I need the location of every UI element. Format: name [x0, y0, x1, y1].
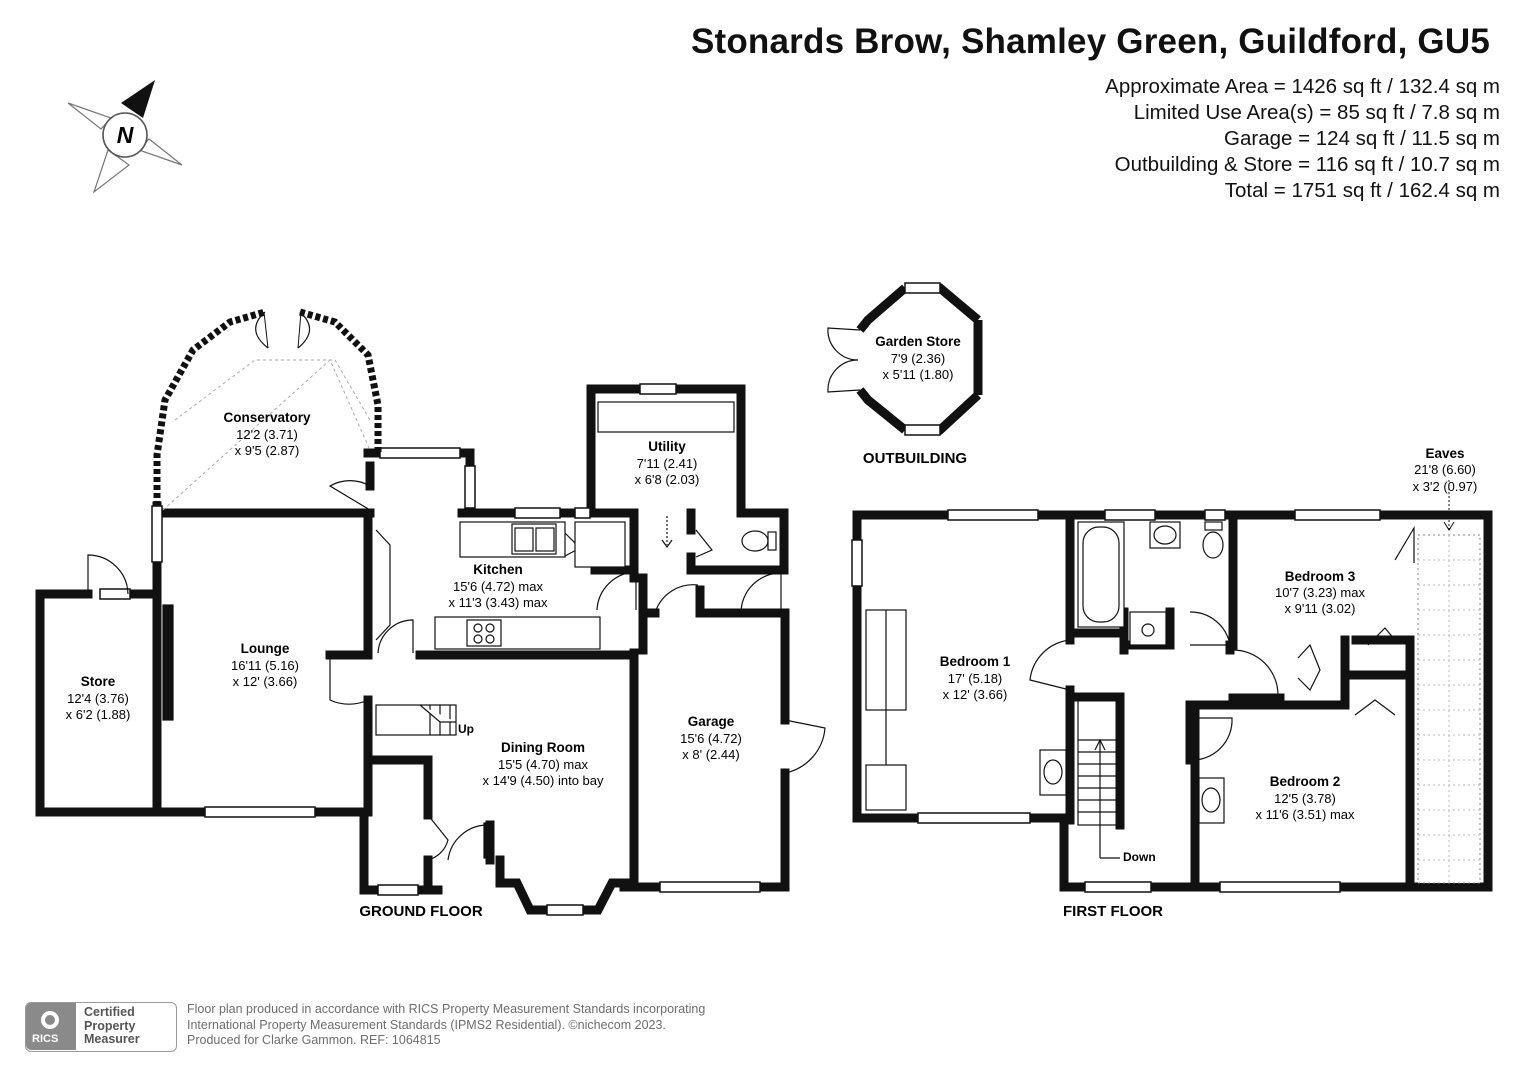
- rics-crest-icon: [41, 1011, 59, 1029]
- footer-line-2: International Property Measurement Stand…: [187, 1017, 666, 1032]
- conservatory-structure: [153, 308, 382, 511]
- bedroom1-name: Bedroom 1: [940, 654, 1011, 669]
- ground-floor-walls: [35, 384, 790, 915]
- dining-dim-1: 15'5 (4.70) max: [498, 757, 588, 772]
- eaves-dim-1: 21'8 (6.60): [1414, 462, 1476, 477]
- outbuilding-windows: [904, 282, 941, 436]
- area-garage: Garage = 124 sq ft / 11.5 sq m: [1224, 127, 1500, 150]
- garage-name: Garage: [688, 714, 735, 729]
- first-floor-windows: [851, 509, 1381, 893]
- dining-dim-2: x 14'9 (4.50) into bay: [483, 773, 604, 788]
- first-floor-doors: [1029, 525, 1415, 761]
- garage-dim-2: x 8' (2.44): [682, 747, 739, 762]
- garage-dim-1: 15'6 (4.72): [680, 731, 742, 746]
- badge-line-1: Certified: [84, 1005, 135, 1019]
- utility-dim-2: x 6'8 (2.03): [635, 472, 700, 487]
- rics-logo-text: RICS: [32, 1033, 59, 1045]
- kitchen-name: Kitchen: [473, 562, 523, 577]
- room-labels: Conservatory 12'2 (3.71) x 9'5 (2.87) Ut…: [66, 334, 1478, 920]
- footer-line-3: Produced for Clarke Gammon. REF: 1064815: [187, 1033, 441, 1047]
- lounge-dim-1: 16'11 (5.16): [231, 658, 299, 673]
- stairs-down-label: Down: [1123, 850, 1156, 864]
- stairs-up-label: Up: [458, 722, 474, 736]
- dining-name: Dining Room: [501, 740, 585, 755]
- conservatory-name: Conservatory: [223, 410, 311, 425]
- ground-floor-doors: [87, 480, 826, 861]
- store-name: Store: [81, 674, 116, 689]
- area-limited-use: Limited Use Area(s) = 85 sq ft / 7.8 sq …: [1133, 101, 1500, 124]
- bedroom3-dim-1: 10'7 (3.23) max: [1275, 585, 1365, 600]
- garden-store-dim-2: x 5'11 (1.80): [883, 367, 954, 382]
- outbuilding-doors: [827, 327, 861, 393]
- footer-notes: Floor plan produced in accordance with R…: [187, 1002, 705, 1049]
- rics-badge: RICS Certified Property Measurer: [25, 1002, 177, 1052]
- eaves-name: Eaves: [1425, 446, 1464, 461]
- store-dim-1: 12'4 (3.76): [67, 691, 129, 706]
- rics-logo: RICS: [26, 1003, 76, 1050]
- property-title: Stonards Brow, Shamley Green, Guildford,…: [690, 22, 1490, 61]
- garden-store-dim-1: 7'9 (2.36): [891, 351, 946, 366]
- rics-badge-text: Certified Property Measurer: [84, 1005, 140, 1047]
- conservatory-dim-2: x 9'5 (2.87): [235, 443, 300, 458]
- first-floor-label: FIRST FLOOR: [1063, 903, 1163, 920]
- lounge-name: Lounge: [241, 641, 290, 656]
- utility-dim-1: 7'11 (2.41): [637, 456, 698, 471]
- store-dim-2: x 6'2 (1.88): [66, 707, 131, 722]
- bedroom3-name: Bedroom 3: [1285, 569, 1356, 584]
- kitchen-dim-1: 15'6 (4.72) max: [453, 579, 543, 594]
- garden-store-name: Garden Store: [875, 334, 961, 349]
- ground-floor-label: GROUND FLOOR: [359, 903, 482, 920]
- footer-line-1: Floor plan produced in accordance with R…: [187, 1002, 706, 1016]
- eaves-area: [1417, 480, 1481, 884]
- outbuilding-label: OUTBUILDING: [863, 450, 967, 467]
- bedroom3-dim-2: x 9'11 (3.02): [1285, 601, 1356, 616]
- first-floor-fixtures: [865, 521, 1225, 859]
- compass-icon: N: [67, 80, 183, 194]
- area-approximate: Approximate Area = 1426 sq ft / 132.4 sq…: [1105, 75, 1500, 98]
- utility-name: Utility: [648, 439, 686, 454]
- bedroom1-dim-2: x 12' (3.66): [943, 687, 1008, 702]
- lounge-dim-2: x 12' (3.66): [233, 674, 298, 689]
- kitchen-dim-2: x 11'3 (3.43) max: [448, 595, 548, 610]
- bedroom2-name: Bedroom 2: [1270, 774, 1341, 789]
- ground-floor-fixtures: [162, 401, 777, 859]
- bedroom1-dim-1: 17' (5.18): [948, 671, 1003, 686]
- compass-north-label: N: [117, 122, 134, 148]
- area-total: Total = 1751 sq ft / 162.4 sq m: [1224, 179, 1500, 202]
- eaves-dim-2: x 3'2 (0.97): [1413, 479, 1478, 494]
- area-outbuilding: Outbuilding & Store = 116 sq ft / 10.7 s…: [1114, 153, 1500, 176]
- badge-line-2: Property: [84, 1018, 136, 1033]
- bedroom2-dim-1: 12'5 (3.78): [1274, 791, 1336, 806]
- area-summary: Approximate Area = 1426 sq ft / 132.4 sq…: [1105, 74, 1500, 204]
- conservatory-dim-1: 12'2 (3.71): [236, 427, 298, 442]
- ground-floor-windows: [99, 383, 761, 916]
- badge-line-3: Measurer: [84, 1032, 140, 1046]
- bedroom2-dim-2: x 11'6 (3.51) max: [1255, 807, 1355, 822]
